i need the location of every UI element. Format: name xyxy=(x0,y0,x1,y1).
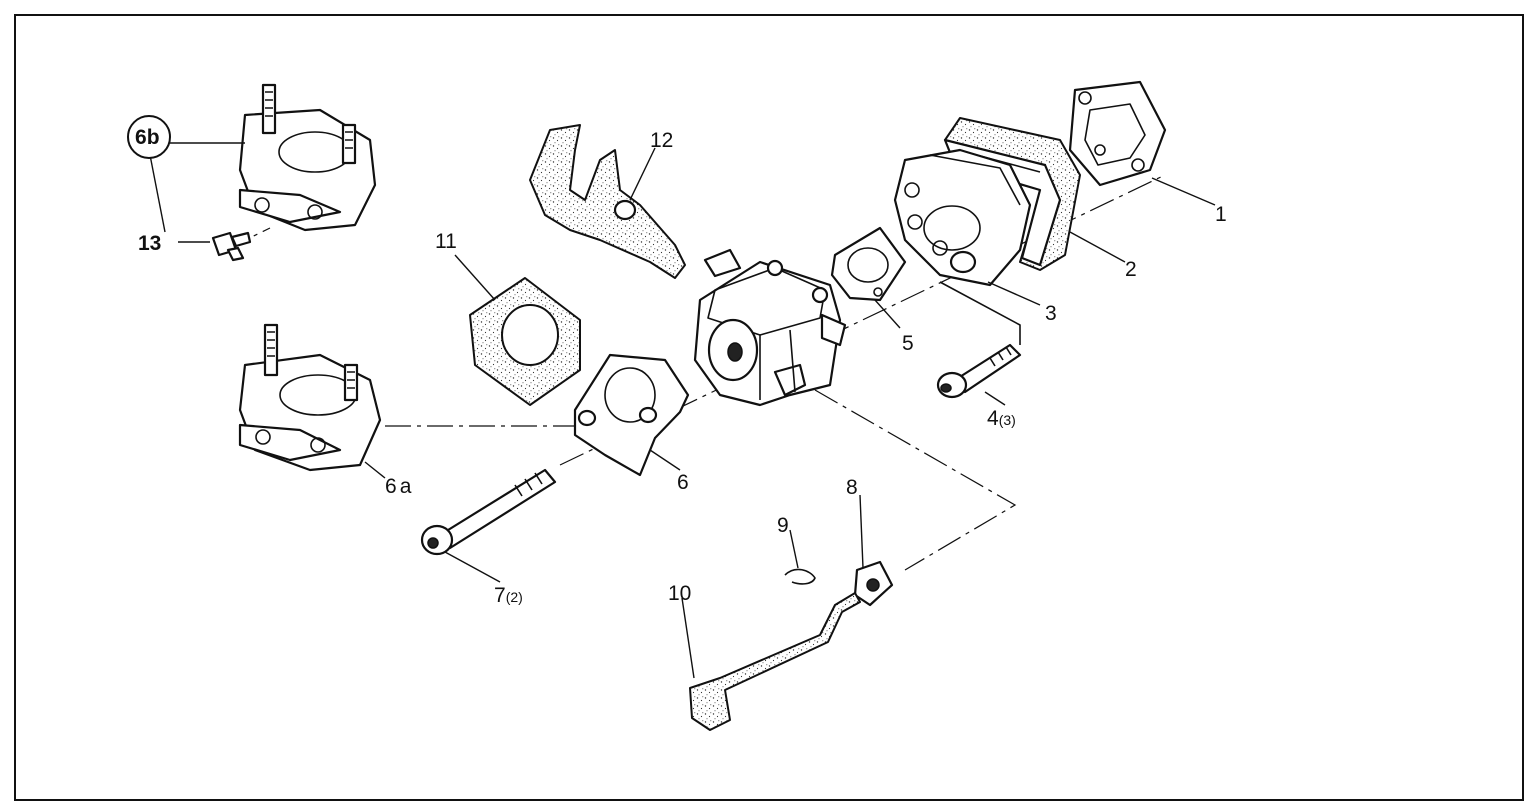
part-6b-intake-manifold xyxy=(238,83,377,232)
part-11-foam-block xyxy=(469,277,581,406)
diagram-frame xyxy=(14,14,1524,801)
callout-12: 12 xyxy=(650,129,673,152)
callout-3: 3 xyxy=(1045,302,1057,325)
part-1-gasket xyxy=(1068,80,1167,187)
leader-lines xyxy=(149,142,1216,679)
callout-9: 9 xyxy=(777,514,789,537)
part-4-screw xyxy=(936,343,1022,399)
callout-6: 6 xyxy=(677,471,689,494)
part-12-bracket xyxy=(529,124,686,279)
callout-13: 13 xyxy=(138,232,161,255)
part-6-insulator xyxy=(573,353,690,477)
part-5-gasket xyxy=(830,226,907,302)
callout-4: 4(3) xyxy=(987,407,1016,430)
callout-1: 1 xyxy=(1215,203,1227,226)
part-9-clip xyxy=(784,568,816,585)
part-7-long-screw xyxy=(420,468,557,556)
part-6a-intake-manifold xyxy=(238,323,382,472)
part-10-rod xyxy=(689,592,861,731)
callout-10: 10 xyxy=(668,582,691,605)
callout-6b-circle xyxy=(127,115,171,159)
callout-7: 7(2) xyxy=(494,584,523,607)
part-13-fitting xyxy=(211,231,252,262)
carburetor-body xyxy=(693,248,847,407)
callout-2: 2 xyxy=(1125,258,1137,281)
part-3-adapter-plate xyxy=(893,148,1032,287)
part-8-grommet xyxy=(853,560,894,607)
callout-8: 8 xyxy=(846,476,858,499)
callout-6b: 6b xyxy=(135,126,160,149)
callout-11: 11 xyxy=(435,230,457,253)
callout-5: 5 xyxy=(902,332,914,355)
